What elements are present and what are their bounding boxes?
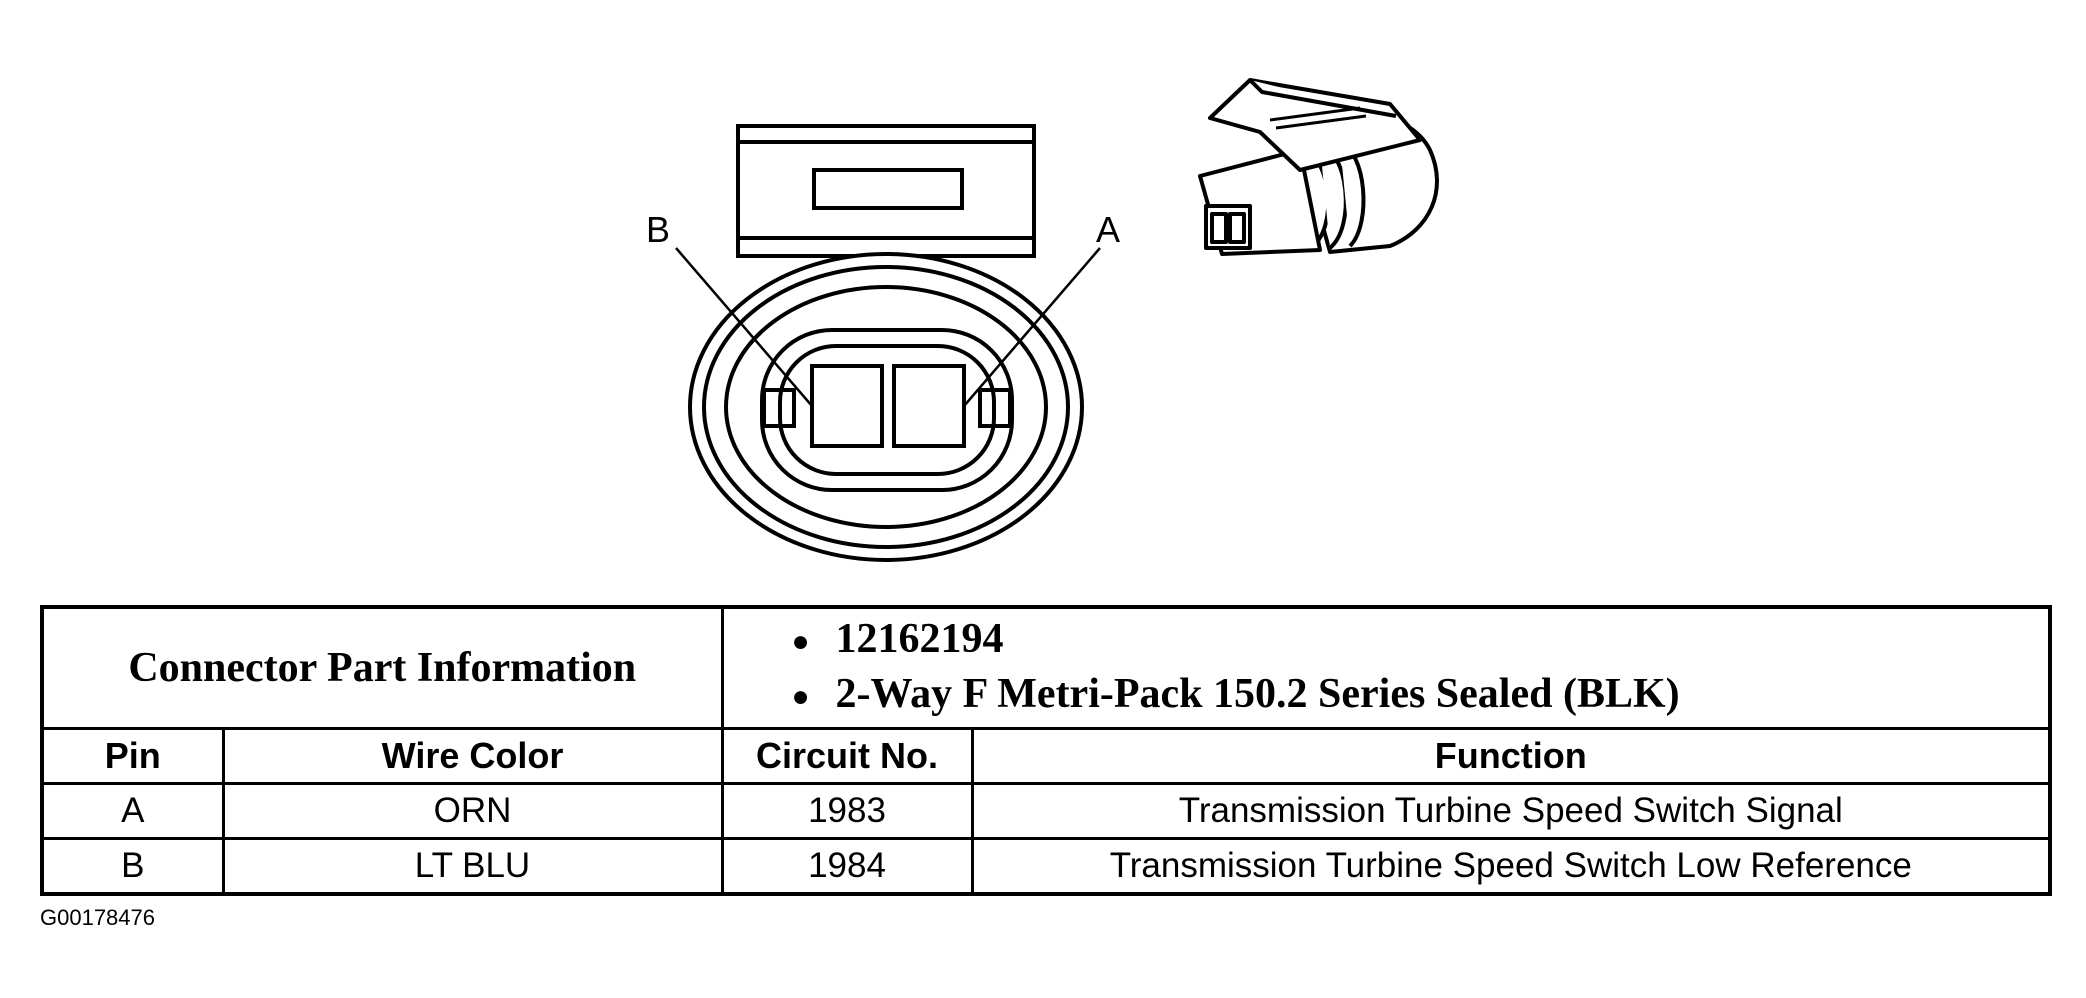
part-description-line: ● 2-Way F Metri-Pack 150.2 Series Sealed … [791, 668, 2048, 723]
terminal-cavity-b [810, 364, 884, 448]
wire-color-cell: ORN [221, 782, 724, 840]
outer-seal-ring [688, 252, 1084, 562]
header-circuit: Circuit No. [720, 727, 974, 785]
table-row: A ORN 1983 Transmission Turbine Speed Sw… [40, 782, 2052, 840]
wire-color-cell: LT BLU [221, 837, 724, 896]
pin-cell: B [40, 837, 225, 896]
part-info-label: Connector Part Information [40, 605, 724, 730]
pin-label-b: B [646, 209, 670, 250]
part-description: 2-Way F Metri-Pack 150.2 Series Sealed (… [835, 671, 1680, 717]
part-info-values: ● 12162194 ● 2-Way F Metri-Pack 150.2 Seri… [720, 605, 2052, 730]
header-wire-color: Wire Color [221, 727, 724, 785]
table-row: B LT BLU 1984 Transmission Turbine Speed… [40, 837, 2052, 896]
header-row: Pin Wire Color Circuit No. Function [40, 727, 2052, 785]
header-function: Function [970, 727, 2052, 785]
latch-housing [736, 124, 1036, 258]
part-number-line: ● 12162194 [791, 613, 2048, 668]
connector-face-view [675, 124, 1101, 562]
bullet-icon: ● [791, 625, 810, 658]
pin-label-a: A [1096, 209, 1120, 250]
leader-line-a [963, 247, 1101, 407]
connector-diagram: B A [646, 78, 1439, 562]
function-cell: Transmission Turbine Speed Switch Signal [970, 782, 2052, 840]
circuit-cell: 1983 [720, 782, 974, 840]
leader-line-b [675, 247, 813, 407]
bullet-icon: ● [791, 680, 810, 714]
terminal-cavity-a [892, 364, 966, 448]
figure-id: G00178476 [40, 905, 155, 930]
part-number: 12162194 [835, 615, 1004, 662]
circuit-cell: 1984 [720, 837, 974, 896]
header-pin: Pin [40, 727, 225, 785]
part-info-row: Connector Part Information ● 12162194 ● 2-… [40, 605, 2052, 730]
pin-cell: A [40, 782, 225, 840]
connector-perspective-illustration [1198, 78, 1439, 256]
function-cell: Transmission Turbine Speed Switch Low Re… [970, 837, 2052, 896]
latch-window [812, 168, 964, 210]
connector-info-table: Connector Part Information ● 12162194 ● 2-… [40, 605, 2053, 896]
